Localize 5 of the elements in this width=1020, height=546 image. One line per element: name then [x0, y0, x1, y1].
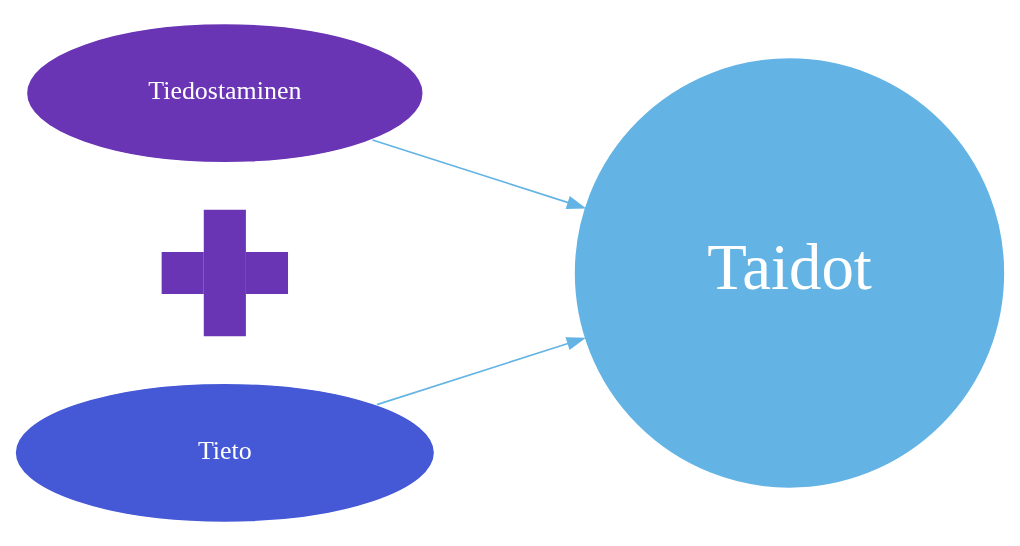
- arrow: [371, 139, 587, 209]
- node-ellipse: Tieto: [14, 382, 436, 524]
- node-circle: Taidot: [573, 56, 1006, 490]
- arrow: [376, 337, 587, 406]
- node-ellipse: Tiedostaminen: [25, 22, 425, 164]
